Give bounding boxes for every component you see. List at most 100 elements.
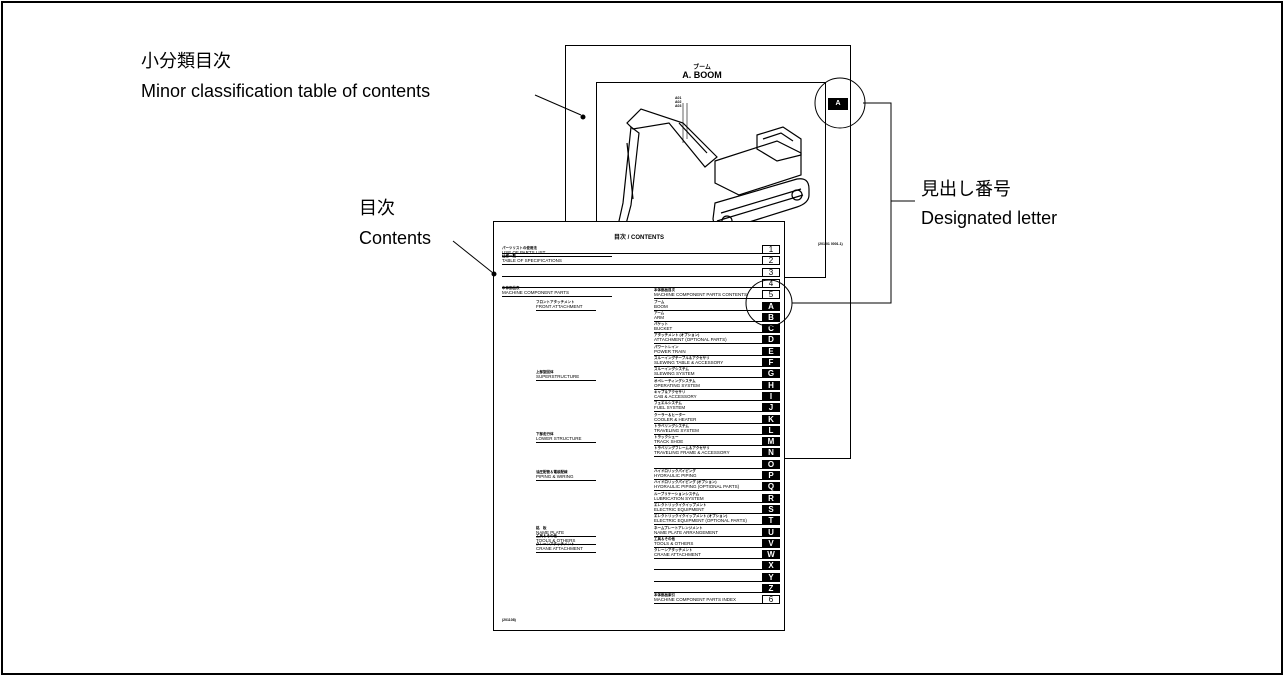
row-line	[654, 388, 762, 390]
row-en: HYDRAULIC PIPING	[654, 473, 697, 478]
row-line	[654, 546, 762, 548]
left-item-jp: 本体部品表	[502, 286, 520, 290]
row-line	[654, 354, 762, 356]
section-number: 1	[762, 245, 780, 254]
letter-circle-front	[745, 279, 793, 327]
designated-letter: D	[762, 335, 780, 345]
row-en: OPERATING SYSTEM	[654, 382, 700, 388]
row-jp: トラックシュー	[654, 435, 679, 440]
section-number: 3	[762, 267, 780, 277]
row-jp: クーラー＆ヒーター	[654, 412, 686, 417]
row-line	[654, 377, 762, 379]
callout-letter-jp: 見出し番号	[921, 179, 1011, 199]
row-line	[654, 399, 762, 401]
row-line	[502, 264, 762, 266]
row-jp: スルーイングテーブル＆アクセサリ	[654, 356, 710, 360]
left-item-en: MACHINE COMPONENT PARTS	[502, 290, 570, 295]
row-line	[502, 253, 762, 254]
section-number: 4	[762, 278, 780, 288]
row-line	[654, 490, 762, 492]
row-en: POWER TRAIN	[654, 348, 686, 354]
left-item-underline	[536, 552, 596, 553]
row-line	[654, 343, 762, 345]
row-line	[654, 580, 762, 582]
designated-letter: N	[762, 448, 780, 458]
callout-minor-jp: 小分類目次	[141, 51, 231, 71]
row-jp: ネームプレートアレンジメント	[654, 525, 703, 530]
svg-text:A02: A02	[675, 100, 681, 104]
row-en: ELECTRIC EQUIPMENT (OPTIONAL PARTS)	[654, 518, 747, 524]
row-jp: ハイドロリックパイピング (オプション)	[654, 480, 717, 485]
bracket-line	[792, 102, 892, 304]
left-item-underline	[536, 310, 596, 311]
designated-letter: L	[762, 425, 780, 435]
row-line	[654, 501, 762, 503]
row-jp: ブーム	[654, 299, 665, 304]
left-item-en: SUPERSTRUCTURE	[536, 374, 580, 379]
row-en: NAME PLATE ARRANGEMENT	[654, 529, 719, 535]
row-line	[654, 479, 762, 480]
row-jp: エレクトリックイクイップメント	[654, 502, 707, 507]
row-en: CAB & ACCESSORY	[654, 393, 697, 399]
row-line	[654, 332, 762, 334]
designated-letter: U	[762, 527, 780, 537]
row-line	[654, 558, 762, 560]
row-jp: パワートレイン	[654, 344, 679, 349]
row-line	[654, 456, 762, 458]
letter-circle-back	[814, 77, 866, 129]
left-item-underline	[502, 296, 612, 297]
designated-letter: P	[762, 471, 780, 480]
back-page-code: (201 01 0001.1)	[818, 242, 843, 246]
left-item-en: NAME PLATE	[536, 530, 565, 535]
designated-letter: K	[762, 414, 780, 424]
left-item-underline	[536, 536, 596, 537]
designated-letter: T	[762, 516, 780, 526]
row-line	[654, 309, 762, 311]
leader-line-contents	[452, 240, 494, 274]
leader-dot-contents	[491, 271, 497, 277]
designated-letter: I	[762, 391, 780, 401]
svg-text:A03: A03	[675, 104, 681, 108]
row-en: TRAVELING SYSTEM	[654, 427, 699, 433]
designated-letter: Q	[762, 482, 780, 492]
leader-line-minor	[534, 94, 582, 116]
designated-letter: F	[762, 358, 780, 367]
row-jp: クレーンアタッチメント	[654, 548, 693, 553]
designated-letter: M	[762, 437, 780, 447]
row-line	[654, 445, 762, 447]
row-line	[654, 592, 762, 593]
left-item-en: TABLE OF SPECIFICATIONS	[502, 258, 562, 263]
designated-letter: A	[762, 301, 780, 311]
row-en: MACHINE COMPONENT PARTS CONTENTS	[654, 292, 748, 298]
left-item-en: PIPING & WIRING	[536, 474, 574, 479]
row-en: CRANE ATTACHMENT	[654, 552, 701, 558]
designated-letter: O	[762, 459, 780, 469]
row-en: FUEL SYSTEM	[654, 405, 686, 411]
row-en: SLEWING SYSTEM	[654, 371, 695, 377]
row-jp: トラベリングシステム	[654, 423, 689, 428]
left-item-en: FRONT ATTACHMENT	[536, 304, 583, 309]
row-en: MACHINE COMPONENT PARTS INDEX	[654, 597, 737, 603]
left-item-en: CRANE ATTACHMENT	[536, 546, 583, 551]
designated-letter: B	[762, 312, 780, 322]
row-jp: 本体部品目次	[654, 288, 675, 293]
row-jp: トラベリングフレーム＆アクセサリ	[654, 446, 710, 451]
designated-letter: S	[762, 504, 780, 514]
row-jp: キャブ＆アクセサリ	[654, 389, 686, 394]
row-jp: エレクトリックイクイップメント (オプション)	[654, 514, 728, 519]
contents-title: 目次 / CONTENTS	[613, 235, 664, 241]
row-en: ARM	[654, 314, 664, 320]
row-line	[654, 411, 762, 413]
left-item-en: LOWER STRUCTURE	[536, 436, 582, 441]
row-jp: ルーブリケーションシステム	[654, 491, 700, 496]
row-jp: フュエルシステム	[654, 401, 682, 406]
designated-letter: E	[762, 346, 780, 356]
row-line	[654, 524, 762, 526]
row-jp: 工具＆その他	[654, 536, 675, 541]
connector-overlay	[452, 77, 915, 327]
row-en: ELECTRIC EQUIPMENT	[654, 506, 705, 512]
row-en: SLEWING TABLE & ACCESSORY	[654, 360, 724, 365]
left-item-underline	[536, 480, 596, 481]
